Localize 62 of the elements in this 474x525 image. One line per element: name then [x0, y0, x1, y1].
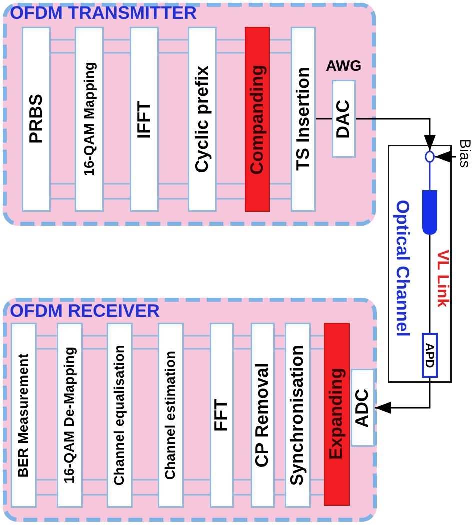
- connector-line: [316, 118, 332, 120]
- block-label: Synchronisation: [288, 344, 308, 486]
- block-label: Companding: [248, 64, 268, 174]
- led-symbol: [422, 190, 438, 235]
- process-block: [351, 369, 375, 447]
- block-label: CP Removal: [253, 363, 273, 468]
- block-label: Expanding: [327, 368, 347, 460]
- connector-line: [429, 163, 431, 190]
- block-label: BER Measurement: [16, 354, 32, 478]
- arrow: [435, 151, 456, 163]
- arrow: [375, 378, 431, 414]
- double-line-connector: [269, 39, 292, 200]
- process-block: [75, 27, 104, 212]
- process-block: [251, 323, 275, 508]
- block-label: APD: [424, 342, 436, 368]
- block-label: Cyclic prefix: [192, 66, 212, 174]
- block-label: ADC: [353, 388, 373, 428]
- block-label: TS Insertion: [294, 67, 314, 172]
- double-line-connector: [103, 39, 131, 200]
- double-line-connector: [183, 335, 211, 496]
- panel-title: OFDM TRANSMITTER: [10, 4, 197, 22]
- process-block: [130, 27, 159, 212]
- double-line-connector: [216, 39, 246, 200]
- process-block: [332, 80, 356, 158]
- double-line-connector: [36, 335, 58, 496]
- arrow: [356, 118, 436, 151]
- process-block: [285, 323, 311, 508]
- process-block: [188, 27, 217, 212]
- process-block: [107, 323, 133, 508]
- detector-block: [422, 333, 438, 378]
- process-block: [22, 27, 51, 212]
- process-block: [291, 27, 316, 212]
- double-line-connector: [158, 39, 189, 200]
- double-line-connector: [233, 335, 252, 496]
- double-line-connector: [50, 39, 76, 200]
- channel-title: Optical Channel: [392, 200, 412, 338]
- circle-symbol: [425, 151, 435, 163]
- block-label: Channel estimation: [163, 350, 179, 480]
- process-block: [158, 323, 184, 508]
- double-line-connector: [274, 335, 286, 496]
- signal-label: Bias: [456, 139, 472, 168]
- block-caption: AWG: [326, 59, 362, 74]
- process-block: [210, 323, 234, 508]
- dashed-panel: [3, 298, 377, 522]
- block-label: 16-QAM De-Mapping: [62, 347, 78, 484]
- block-label: DAC: [334, 100, 354, 138]
- double-line-connector: [82, 335, 108, 496]
- double-line-connector: [310, 335, 325, 496]
- block-label: 16-QAM Mapping: [82, 62, 98, 177]
- block-label: FFT: [212, 399, 232, 432]
- connector-line: [429, 235, 431, 333]
- process-block: [245, 27, 270, 212]
- double-line-connector: [132, 335, 159, 496]
- process-block: [11, 323, 37, 508]
- process-block: [57, 323, 83, 508]
- block-label: Channel equalisation: [112, 345, 128, 486]
- panel-title: OFDM RECEIVER: [10, 302, 160, 320]
- channel-box: [388, 145, 452, 383]
- dashed-panel: [3, 3, 376, 226]
- block-label: PRBS: [26, 94, 46, 144]
- process-block: [324, 323, 350, 506]
- block-label: IFFT: [134, 100, 154, 138]
